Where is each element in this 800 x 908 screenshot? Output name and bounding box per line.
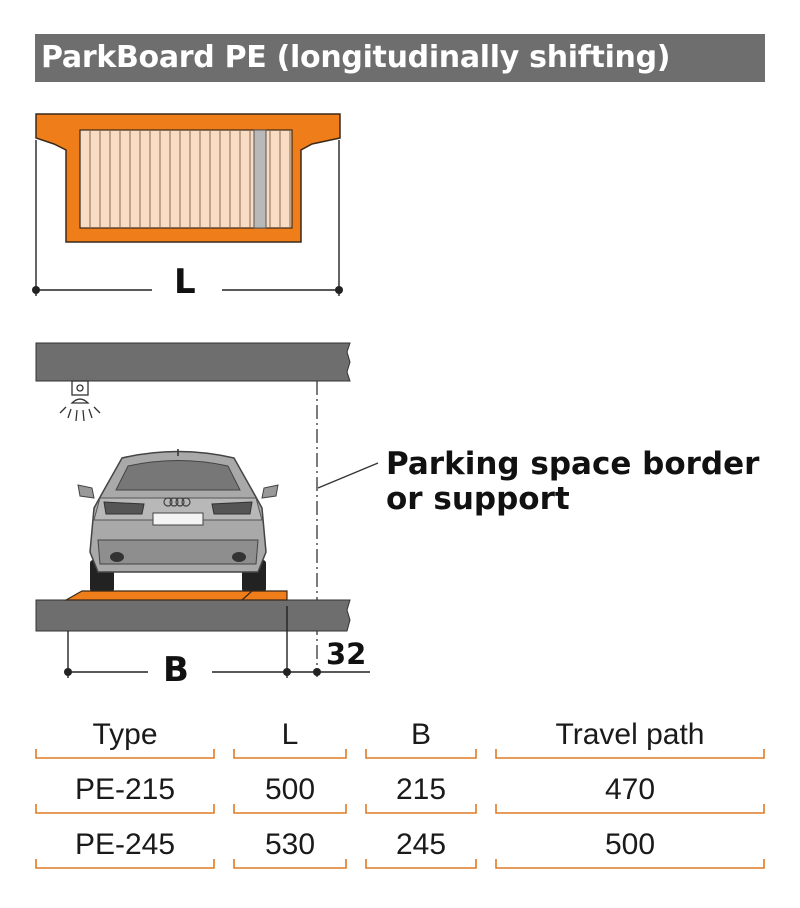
callout-leader [317, 462, 379, 489]
dimension-l-label: L [174, 262, 196, 302]
callout-line-1: Parking space border [386, 446, 760, 482]
table-rules [35, 749, 765, 869]
table-cell: 245 [395, 828, 447, 861]
table-cell: 500 [604, 828, 656, 861]
clearance-label: 32 [326, 637, 367, 671]
ceiling [35, 342, 351, 382]
table-header-travel-path: Travel path [555, 718, 705, 751]
table-cell: 470 [604, 773, 656, 806]
table-cell: 215 [395, 773, 447, 806]
lamp-icon [59, 380, 101, 422]
table-cell: PE-245 [74, 828, 176, 861]
platform-top-view [35, 113, 341, 243]
table-cell: 530 [264, 828, 316, 861]
table-header-l: L [281, 718, 299, 751]
platform-side-view [63, 590, 288, 601]
dimension-b-label: B [163, 650, 189, 690]
dimension-b [64, 606, 370, 678]
car-rear-view [77, 449, 279, 592]
table-header-type: Type [92, 718, 158, 751]
dimension-l [32, 140, 343, 296]
floor [35, 599, 351, 632]
callout-text: Parking space border or support [386, 447, 759, 517]
title-bar: ParkBoard PE (longitudinally shifting) [35, 34, 765, 82]
callout-line-2: or support [386, 481, 570, 517]
table-cell: PE-215 [74, 773, 176, 806]
page-title: ParkBoard PE (longitudinally shifting) [41, 40, 671, 75]
table-cell: 500 [264, 773, 316, 806]
table-header-b: B [410, 718, 431, 751]
